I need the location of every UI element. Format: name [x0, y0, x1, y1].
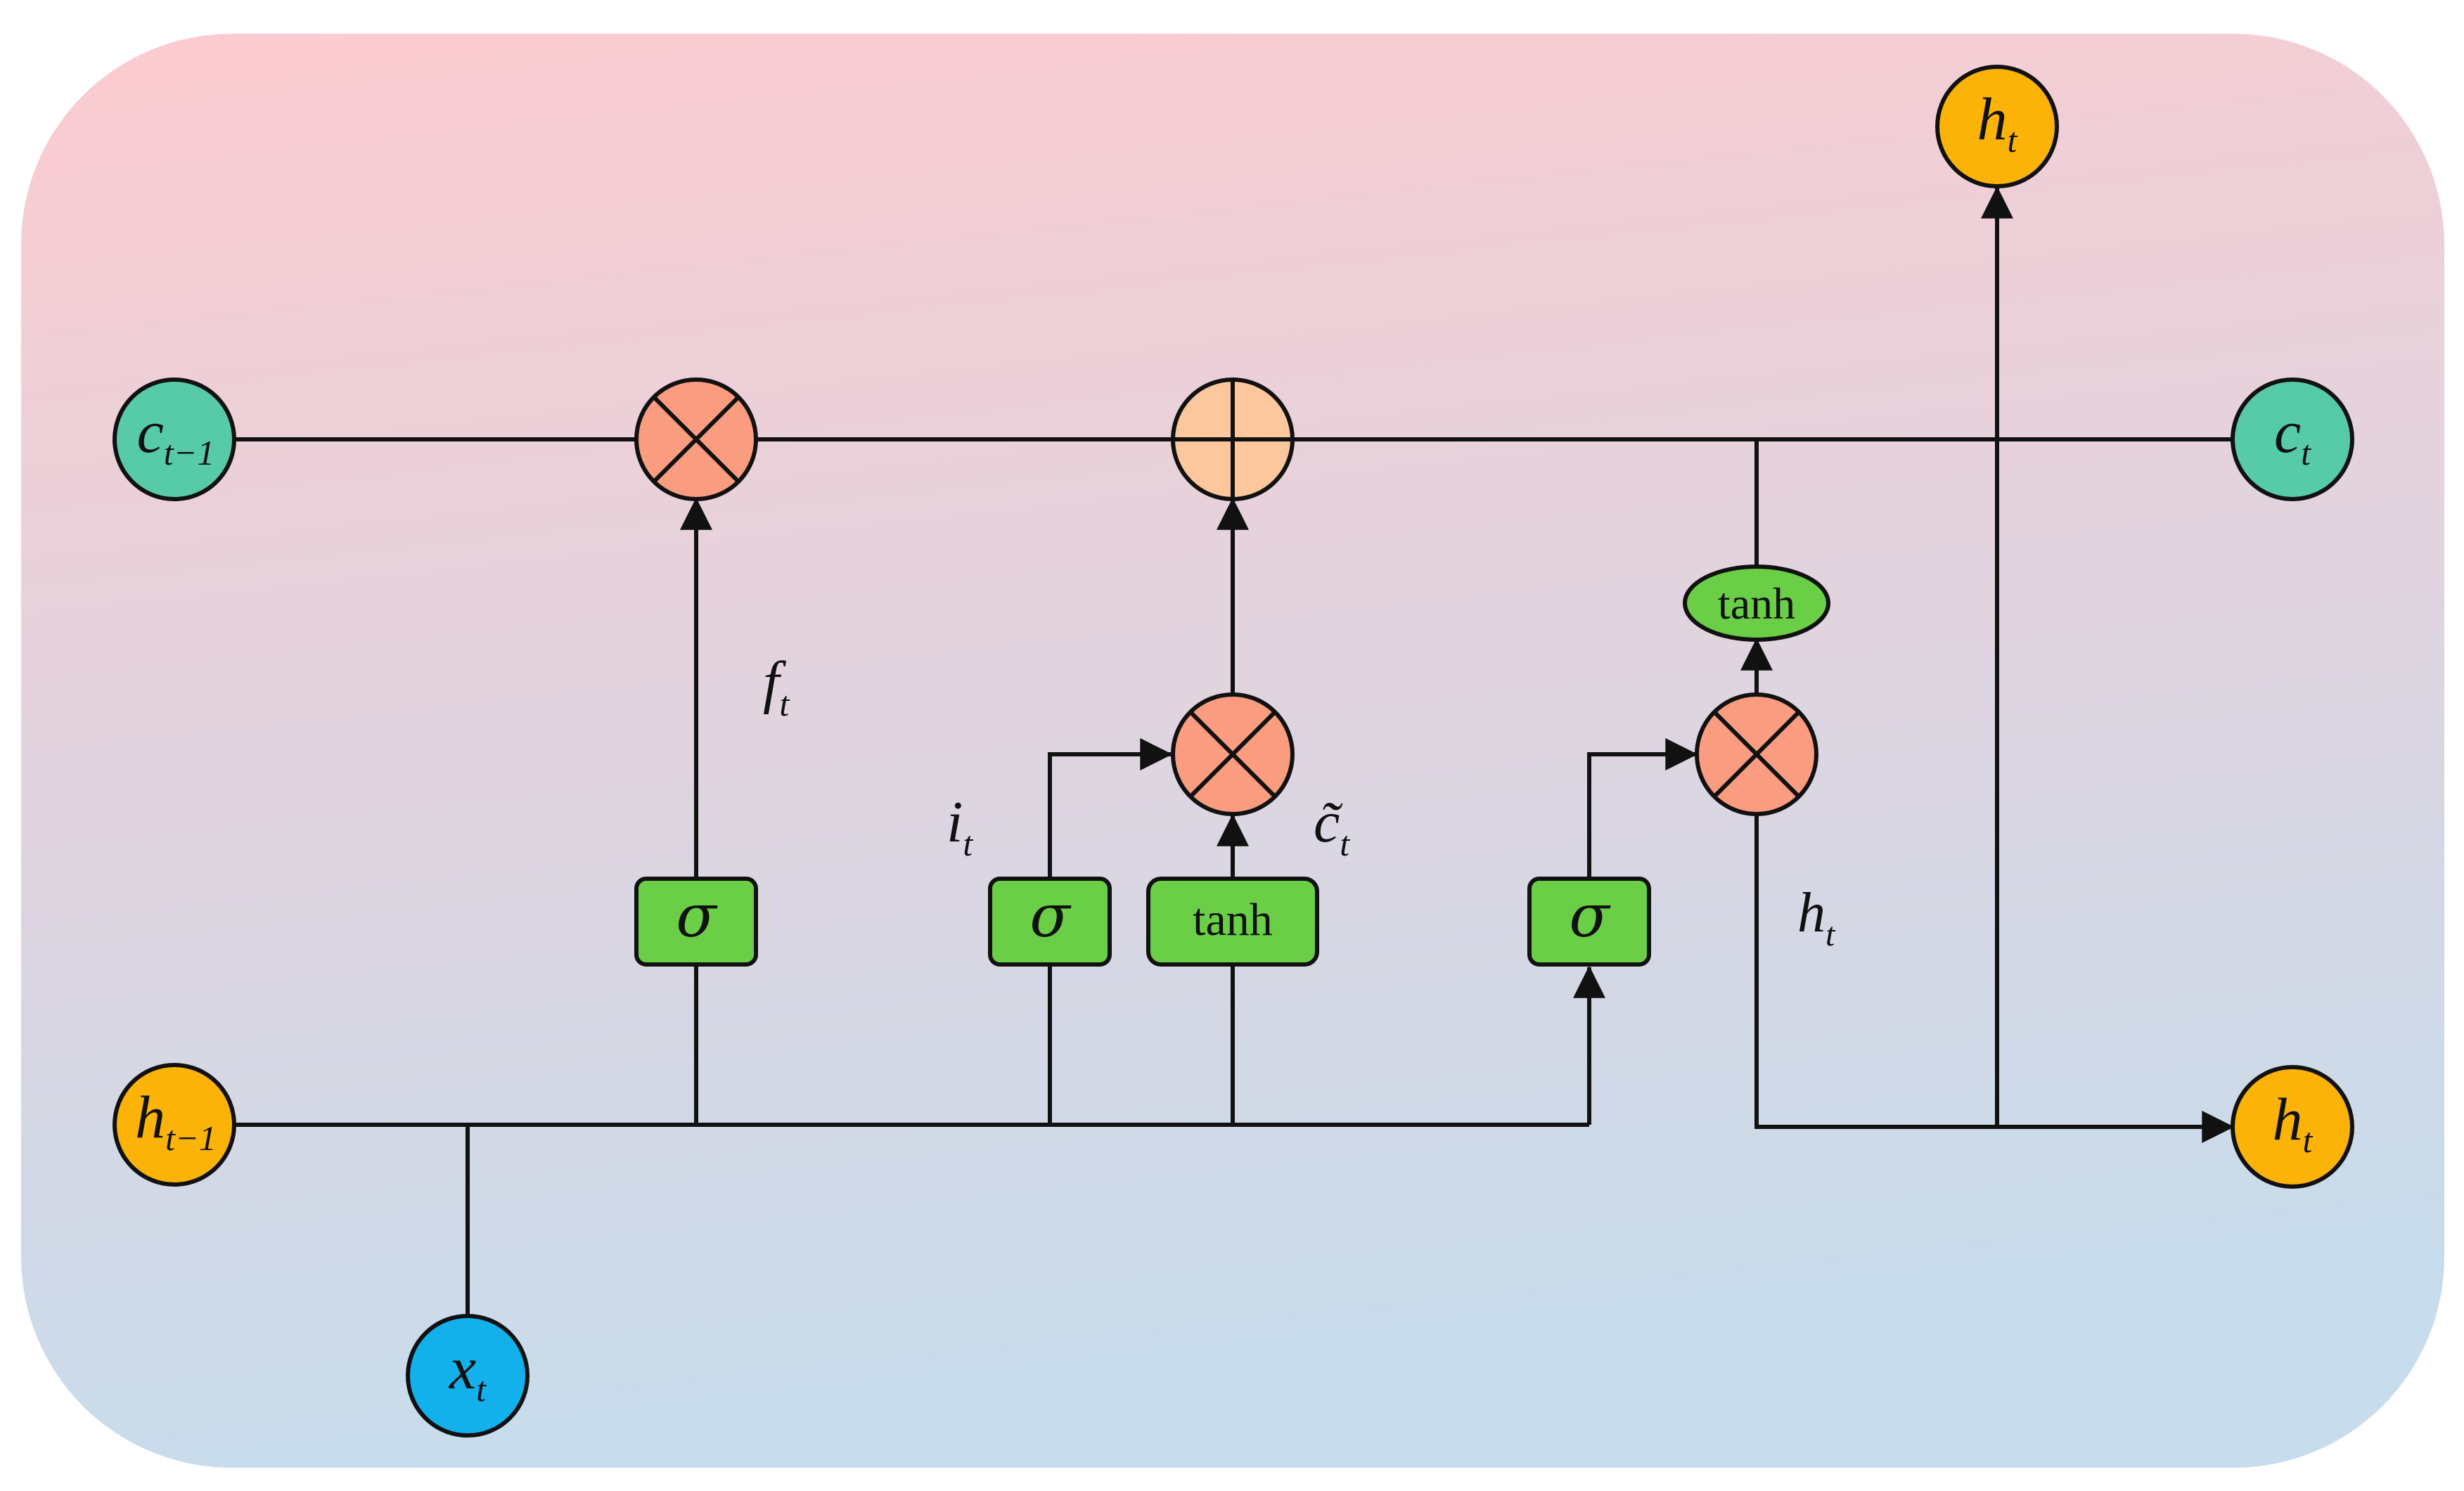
input-subscript: t [476, 1369, 487, 1409]
svg-text:ht: ht [2273, 1085, 2314, 1160]
svg-text:ht−1: ht−1 [135, 1083, 217, 1158]
prev-cell-symbol: c [137, 398, 164, 465]
forget-gate-box: σ [634, 877, 758, 967]
output-gate-out-arrow [1587, 738, 1698, 879]
input-gate-label-symbol: i [947, 789, 963, 855]
output-hidden-symbol: h [1977, 85, 2008, 153]
output-gate-label: ht [1797, 882, 1836, 953]
input-multiply-op [1171, 692, 1295, 816]
candidate-tanh-label: tanh [1193, 894, 1273, 945]
next-cell-symbol: c [2274, 398, 2301, 465]
next-cell-state-node: ct [2231, 377, 2354, 501]
next-hidden-symbol: h [2273, 1085, 2303, 1153]
output-hidden-subscript: t [2008, 120, 2018, 160]
next-hidden-subscript: t [2303, 1121, 2314, 1160]
prev-hidden-state-node: ht−1 [113, 1063, 236, 1187]
svg-text:xt: xt [448, 1334, 487, 1409]
input-gate-box: σ [988, 877, 1112, 967]
output-multiply-op [1695, 692, 1818, 816]
next-hidden-state-node: ht [2231, 1065, 2354, 1189]
next-cell-subscript: t [2301, 433, 2311, 472]
candidate-label-subscript: t [1340, 824, 1350, 863]
prev-cell-state-node: ct−1 [113, 377, 236, 501]
input-gate-symbol: σ [1029, 882, 1072, 950]
candidate-label-symbol: c̃ [1314, 789, 1343, 855]
svg-text:ht: ht [1977, 85, 2018, 160]
input-gate-label-subscript: t [963, 824, 973, 863]
svg-text:ct: ct [2274, 398, 2311, 472]
output-gate-label-subscript: t [1825, 916, 1836, 953]
cell-add-op [1171, 377, 1295, 501]
input-gate-out-arrow [1048, 738, 1173, 879]
output-gate-symbol: σ [1569, 882, 1611, 950]
input-gate-label: it [947, 789, 973, 863]
input-symbol: x [448, 1334, 476, 1402]
prev-cell-subscript: t−1 [164, 433, 215, 472]
output-hidden-state-node: ht [1935, 65, 2059, 188]
output-gate-box: σ [1527, 877, 1651, 967]
prev-hidden-symbol: h [135, 1083, 165, 1151]
prev-hidden-subscript: t−1 [165, 1118, 217, 1158]
forget-gate-symbol: σ [676, 882, 718, 950]
output-gate-label-symbol: h [1797, 882, 1825, 944]
hidden-out-line [1754, 815, 2235, 1143]
forget-multiply-op [634, 377, 758, 501]
candidate-tanh-box: tanh [1146, 877, 1319, 967]
candidate-label: c̃t [1314, 789, 1350, 863]
forget-label-subscript: t [779, 684, 790, 723]
input-node: xt [406, 1314, 530, 1438]
cell-tanh-ellipse: tanh [1683, 564, 1830, 642]
cell-tanh-label: tanh [1718, 579, 1795, 628]
svg-text:ct−1: ct−1 [137, 398, 215, 472]
